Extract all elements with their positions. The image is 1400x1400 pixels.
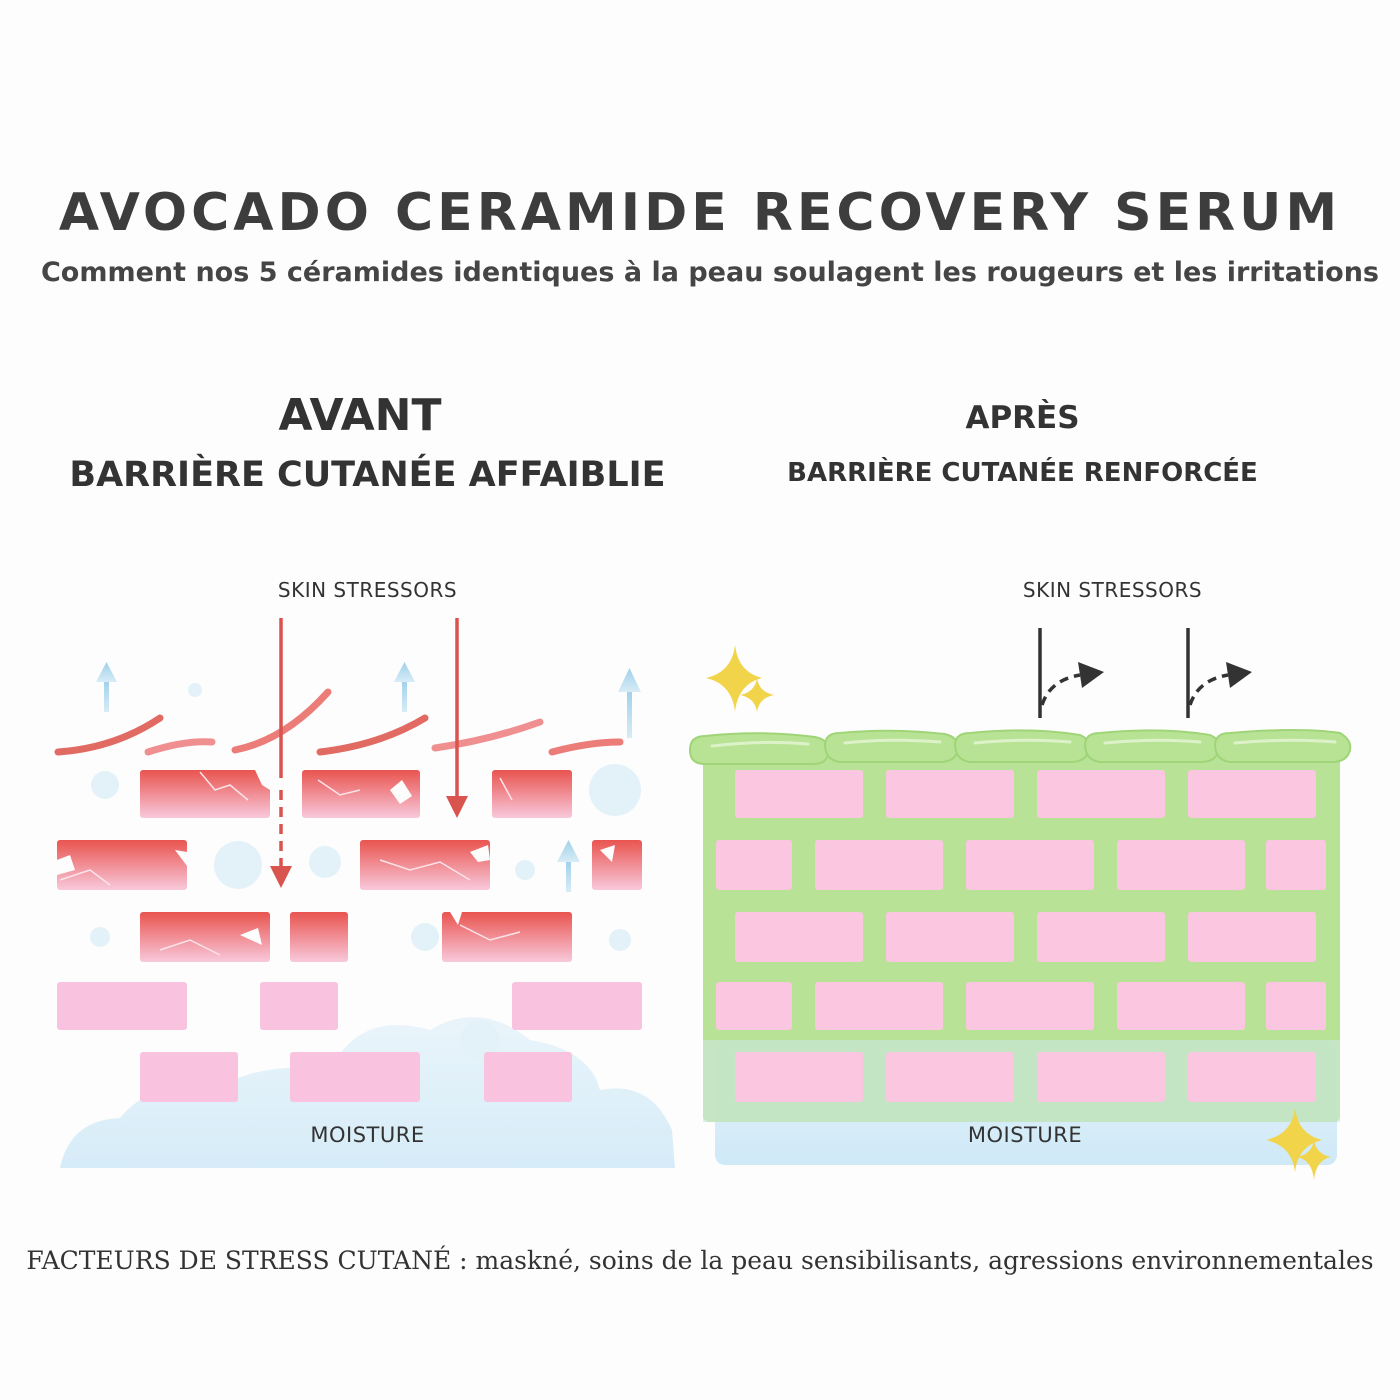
after-stressors-label: SKIN STRESSORS <box>1022 578 1203 602</box>
after-subheading: BARRIÈRE CUTANÉE RENFORCÉE <box>787 458 1258 488</box>
moisture-loss-arrows <box>96 662 641 892</box>
before-moisture-label: MOISTURE <box>310 1123 425 1147</box>
after-panel <box>688 628 1352 1180</box>
stressor-arrows-deflected <box>1038 628 1252 718</box>
sparkle-icon <box>706 645 774 712</box>
before-heading: AVANT <box>278 390 442 441</box>
after-moisture-label: MOISTURE <box>967 1123 1083 1147</box>
before-stressors-label: SKIN STRESSORS <box>277 578 458 602</box>
before-panel <box>54 618 675 1168</box>
after-heading: APRÈS <box>965 400 1080 436</box>
intact-lipid-layer <box>688 729 1352 766</box>
cracks <box>59 771 521 956</box>
sparkle-icon <box>1266 1108 1331 1180</box>
before-subheading: BARRIÈRE CUTANÉE AFFAIBLIE <box>69 455 666 495</box>
damaged-bricks <box>57 770 642 962</box>
page-subtitle: Comment nos 5 céramides identiques à la … <box>40 257 1380 288</box>
stressor-arrows-penetrating <box>270 618 468 888</box>
pink-bricks-after <box>716 770 1326 1102</box>
page-title: AVOCADO CERAMIDE RECOVERY SERUM <box>58 183 1342 243</box>
broken-lipid-layer <box>54 688 624 756</box>
pink-bricks-before <box>57 982 642 1102</box>
footer-note: FACTEURS DE STRESS CUTANÉ : maskné, soin… <box>26 1246 1374 1275</box>
